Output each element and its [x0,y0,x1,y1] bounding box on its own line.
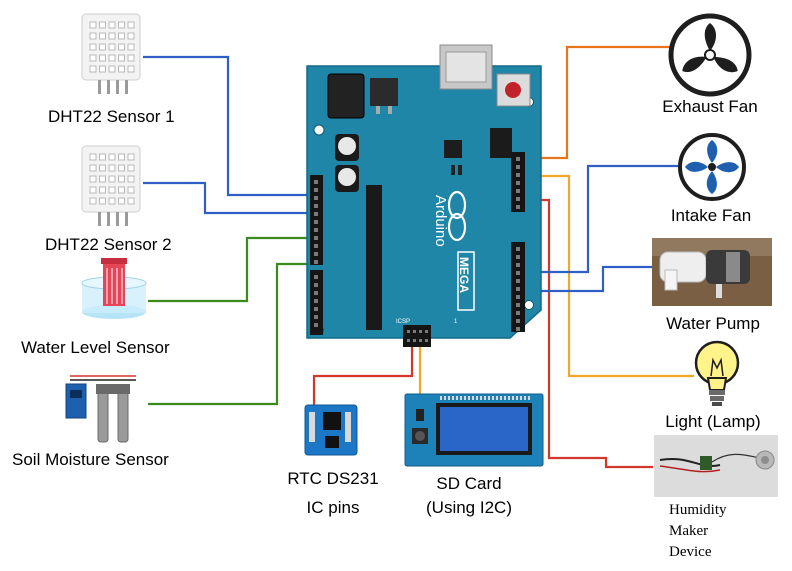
lightbulb-icon [694,340,740,406]
dht22-sensor-1-label: DHT22 Sensor 1 [48,107,175,126]
light-lamp-label: Light (Lamp) [665,412,761,431]
intake-fan-icon [678,133,746,201]
svg-text:1: 1 [454,319,458,325]
intake-fan-label: Intake Fan [670,206,752,225]
wire-dht22-2 [143,181,315,215]
dht22-sensor-1 [81,13,141,94]
wires [143,45,694,469]
wire-water-level [148,236,315,303]
humidity-maker-image [654,435,778,497]
soil-moisture-sensor-label: Soil Moisture Sensor [12,450,169,469]
arduino-mega-board: ICSP 1 Arduino MEGA [306,44,542,347]
wire-dht22-1 [143,55,315,197]
rtc-label-line2: IC pins [306,498,360,517]
dht22-sensor-2-label: DHT22 Sensor 2 [45,235,172,254]
water-pump-label: Water Pump [666,314,760,333]
wire-soil-moisture [148,262,315,406]
humidity-maker-label-line2: Maker [669,523,709,539]
water-level-sensor-label: Water Level Sensor [21,338,170,357]
wire-light [521,174,694,378]
wire-intake-fan [521,164,679,274]
sd-card-label-line1: SD Card [436,474,502,493]
rtc-label-line1: RTC DS231 [287,469,379,488]
humidity-maker-label-line1: Humidity [669,502,727,518]
board-model-label: MEGA [457,257,471,293]
arduino-logo-icon [447,190,467,242]
dht22-sensor-2 [81,145,141,226]
exhaust-fan-label: Exhaust Fan [662,97,758,116]
water-level-sensor [81,258,147,319]
wire-water-pump [521,265,654,293]
water-pump-image [652,238,772,306]
wire-rtc [312,338,414,413]
header-pins [314,157,520,342]
soil-moisture-sensor [65,375,136,443]
board-brand-label: Arduino [432,195,449,247]
sd-card-label-line2: (Using I2C) [426,498,512,517]
exhaust-fan-icon [668,13,752,97]
wire-humidity [521,198,653,469]
wire-exhaust-fan [521,45,672,160]
sd-card-module [404,393,544,467]
svg-text:ICSP: ICSP [396,319,410,325]
humidity-maker-label-line3: Device [669,544,712,560]
rtc-module [304,404,358,456]
